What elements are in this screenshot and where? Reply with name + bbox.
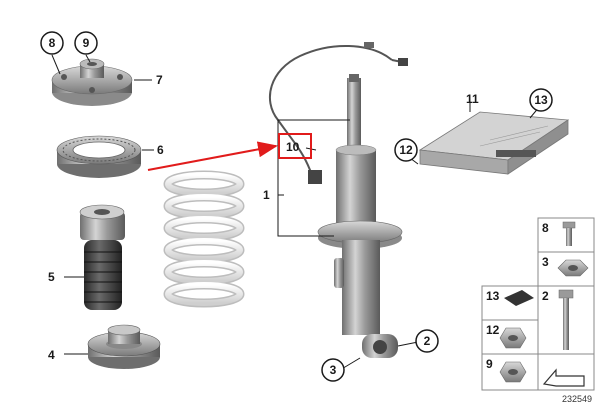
grid-label-8: 8: [542, 221, 549, 235]
nut-3-item: [557, 259, 589, 277]
callout-13-circle: [529, 88, 553, 112]
label-5: 5: [48, 270, 55, 284]
bump-stop-boot-part: [79, 204, 125, 310]
leader-lines: [51, 54, 541, 371]
label-11: 11: [466, 92, 479, 106]
callout-3-circle: [321, 358, 345, 382]
label-6: 6: [157, 143, 164, 157]
callout-9-circle: [74, 31, 98, 55]
bolt-8-item: [562, 221, 576, 246]
label-10: 10: [286, 140, 300, 154]
nut-12-item: [499, 327, 527, 349]
callout-8: 8: [49, 36, 56, 50]
lower-spring-seat-part: [87, 324, 161, 369]
shock-absorber-part: [317, 74, 403, 358]
highlight-box: [278, 133, 312, 159]
callout-13: 13: [534, 93, 548, 107]
control-module-part: [418, 111, 570, 175]
callout-12-circle: [394, 138, 418, 162]
sensor-wire-part: [269, 42, 408, 184]
top-mount-part: [51, 58, 133, 106]
diagram-id: 232549: [562, 394, 592, 404]
nut-9-item: [499, 361, 527, 383]
callout-2-circle: [415, 329, 439, 353]
grid-label-3: 3: [542, 255, 549, 269]
pad-13-item: [504, 290, 534, 306]
label-4: 4: [48, 348, 55, 362]
grid-label-12: 12: [486, 323, 500, 337]
label-1: 1: [263, 188, 270, 202]
callout-2: 2: [424, 334, 431, 348]
label-7: 7: [156, 73, 163, 87]
grid-label-13: 13: [486, 289, 500, 303]
spring-pad-part: [56, 135, 142, 178]
highlight-arrow: [147, 141, 278, 171]
arrow-item: [542, 368, 585, 387]
bolt-2-item: [558, 289, 574, 350]
grid-label-2: 2: [542, 289, 549, 303]
fastener-grid: [481, 217, 595, 391]
grid-label-9: 9: [486, 357, 493, 371]
callout-3: 3: [330, 363, 337, 377]
callout-12: 12: [399, 143, 413, 157]
callout-8-circle: [40, 31, 64, 55]
callout-9: 9: [83, 36, 90, 50]
coil-spring: [163, 170, 245, 308]
